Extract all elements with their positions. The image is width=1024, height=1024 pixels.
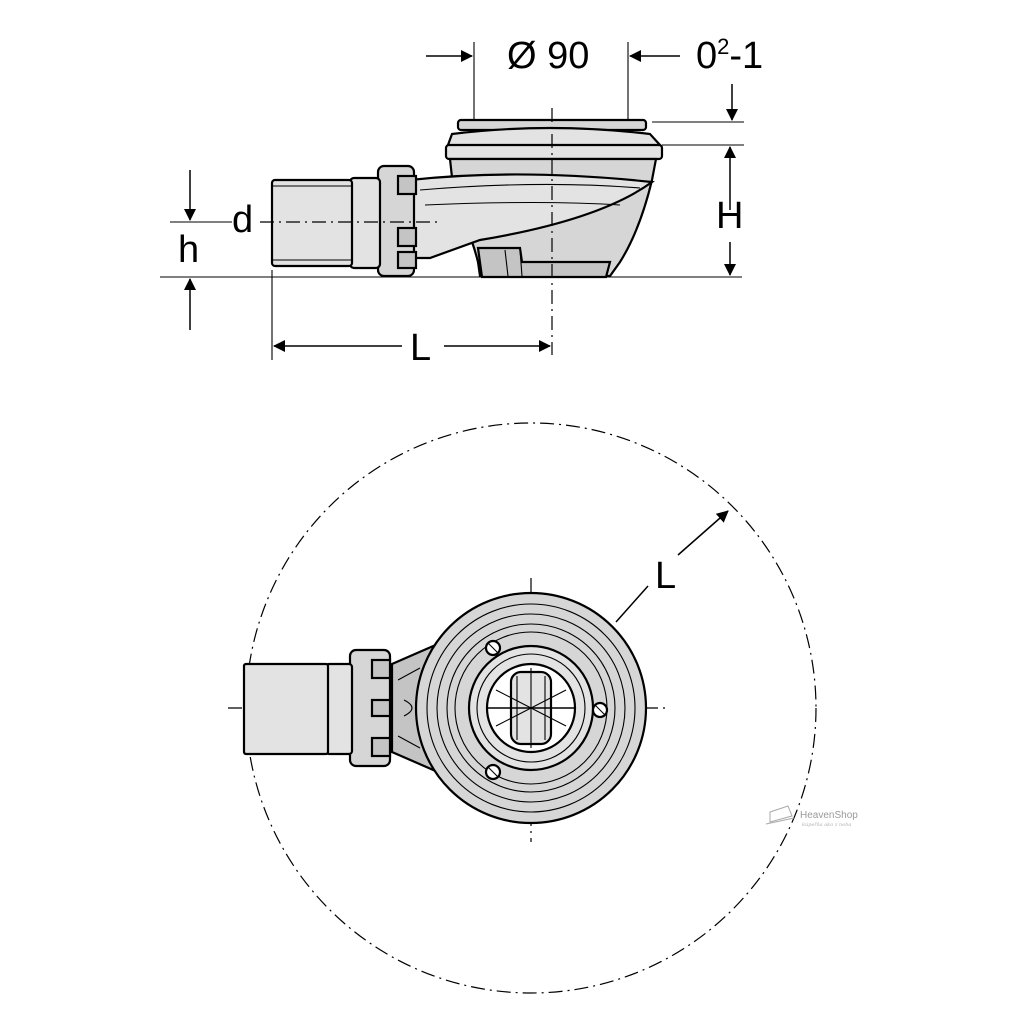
screw-2 (591, 701, 609, 719)
offset-label: 02-1 (696, 34, 763, 77)
height-H-dimension: H (716, 146, 743, 276)
diameter-dimension: Ø 90 02-1 (426, 34, 763, 122)
diameter-label: Ø 90 (507, 35, 589, 77)
drain-body-top (242, 591, 648, 825)
L-side-label: L (410, 327, 431, 369)
side-view: Ø 90 02-1 H h d (160, 34, 763, 369)
screw-1 (484, 639, 502, 657)
screw-3 (484, 763, 502, 781)
h-label: h (178, 229, 199, 271)
L-top-label: L (655, 555, 676, 597)
drain-body-side (270, 118, 664, 279)
height-h-dimension: h d (170, 170, 253, 330)
length-side-dimension: L (271, 270, 551, 369)
d-label: d (232, 199, 253, 241)
top-view: L (228, 422, 817, 994)
watermark: HeavenShop kúpeľňa ako z neba (765, 805, 858, 828)
watermark-tagline: kúpeľňa ako z neba (802, 821, 851, 828)
H-label: H (716, 195, 743, 237)
length-top-dimension: L (615, 510, 729, 623)
watermark-brand: HeavenShop (800, 810, 858, 821)
watermark-logo-icon (765, 805, 795, 825)
